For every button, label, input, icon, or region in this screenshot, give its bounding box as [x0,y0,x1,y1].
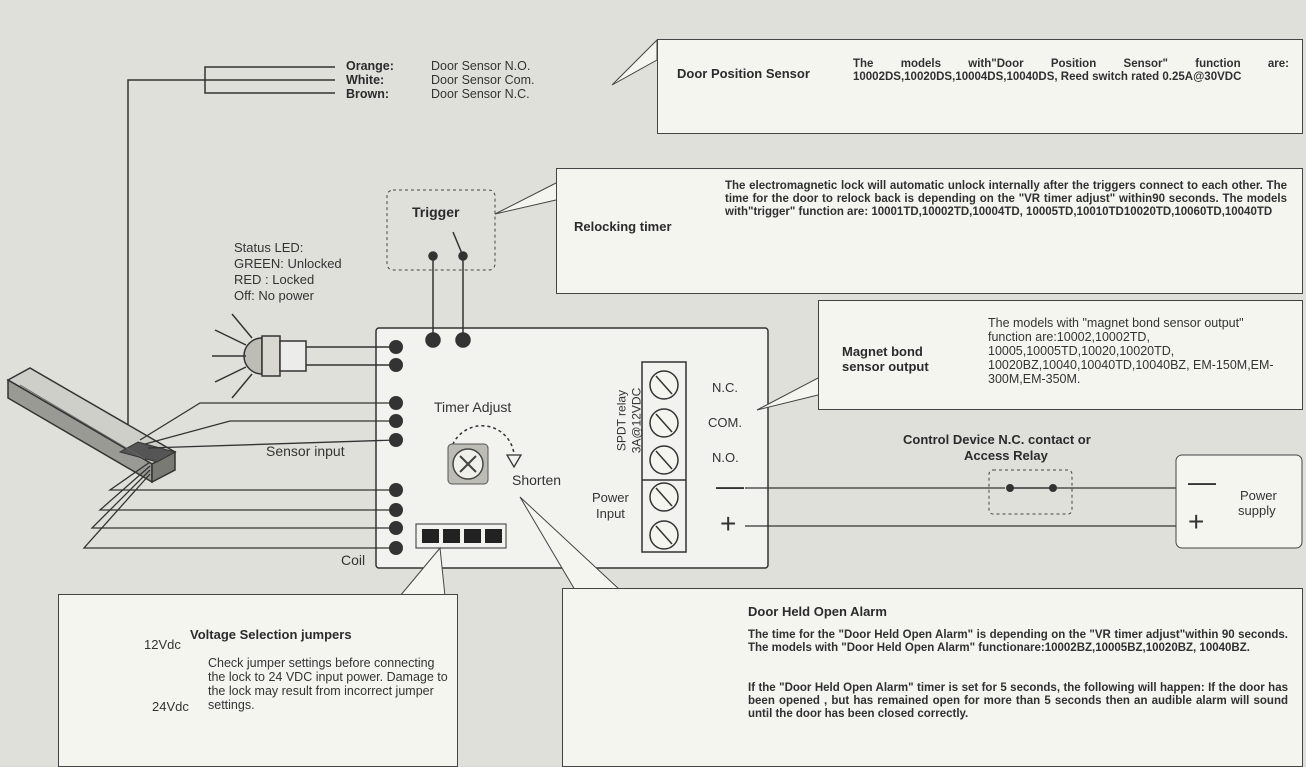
status-led-off: Off: No power [234,288,314,303]
power-supply-label-1: Power [1240,488,1277,503]
supply-plus-sign: + [1188,506,1205,537]
terminal-block [641,361,687,553]
sensor-input-label: Sensor input [266,443,345,459]
status-led-red: RED : Locked [234,272,315,287]
relocking-text: The electromagnetic lock will automatic … [725,180,1287,218]
coil-label: Coil [341,552,366,568]
board-plus-sign: + [720,508,737,539]
shorten-label: Shorten [512,472,562,488]
voltage-12v-label: 12Vdc [144,637,181,652]
relocking-title: Relocking timer [574,219,672,234]
relocking-callout [556,168,1303,294]
voltage-24v-label: 24Vdc [152,699,189,714]
wire-function-com: Door Sensor Com. [431,73,535,87]
power-supply-label-2: supply [1238,503,1276,518]
door-position-pointer [611,38,658,86]
control-device-label-2: Access Relay [964,448,1048,463]
relay-label-2: 3A@12VDC [629,387,644,454]
timer-adjust-label: Timer Adjust [434,399,512,415]
power-wires [745,487,1182,527]
status-led-title: Status LED: [234,240,304,255]
board-minus-sign: — [716,470,744,501]
alarm-callout [562,588,1303,767]
magnet-bond-title-1: Magnet bond [842,344,923,359]
voltage-title: Voltage Selection jumpers [190,627,352,642]
supply-minus-sign: — [1188,466,1216,497]
wire-color-orange: Orange: [346,59,394,73]
jumper-block [415,523,507,549]
relay-label-1: SPDT relay [614,389,629,452]
trigger-box [386,189,496,271]
voltage-text: Check jumper settings before connecting … [208,656,448,712]
trigger-switch [425,231,471,348]
door-position-callout [657,39,1303,134]
access-relay [988,469,1073,515]
magnet-bond-callout [818,300,1303,410]
wire-color-brown: Brown: [346,87,390,101]
power-supply-box [1175,454,1303,549]
power-input-label-2: Input [596,506,625,521]
power-input-label-1: Power [592,490,629,505]
voltage-callout [58,594,458,767]
alarm-text-2: If the "Door Held Open Alarm" timer is s… [748,682,1288,720]
wire-function-no: Door Sensor N.O. [431,59,531,73]
door-sensor-wires [127,66,335,440]
wire-color-white: White: [346,73,385,87]
timer-potentiometer [447,425,523,485]
status-led-green: GREEN: Unlocked [234,256,342,271]
terminal-com-label: COM. [708,415,742,430]
door-position-title: Door Position Sensor [677,66,810,81]
relocking-pointer [494,182,557,215]
magnet-bond-text: The models with "magnet bond sensor outp… [988,316,1274,386]
alarm-pointer [519,496,621,591]
lock-wires [82,402,397,549]
control-device-label-1: Control Device N.C. contact or [903,432,1091,447]
terminal-no-label: N.O. [712,450,739,465]
alarm-text-1: The time for the "Door Held Open Alarm" … [748,629,1288,654]
alarm-title: Door Held Open Alarm [748,604,887,619]
magnet-bond-pointer [756,377,819,411]
magnet-bond-title-2: sensor output [842,359,929,374]
trigger-label: Trigger [412,204,460,220]
wire-function-nc: Door Sensor N.C. [431,87,530,101]
voltage-pointer [399,546,446,597]
magnetic-lock [6,367,177,484]
door-position-text: The models with"Door Position Sensor" fu… [853,58,1289,83]
terminal-nc-label: N.C. [712,380,738,395]
status-led-symbol [212,313,396,399]
